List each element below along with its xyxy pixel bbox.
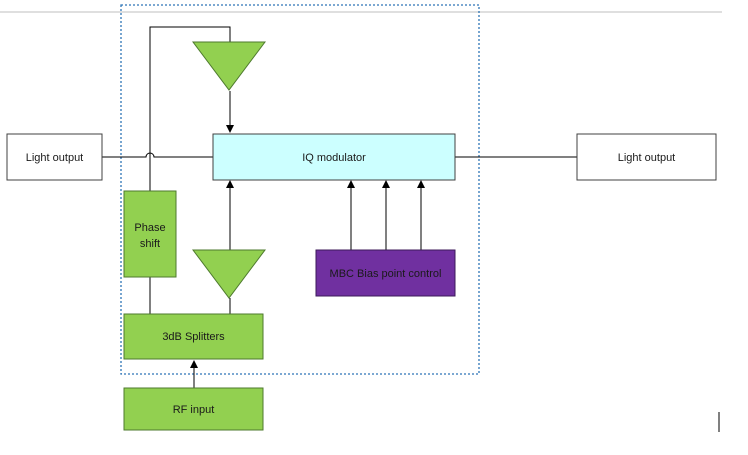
modulator-boundary [120, 4, 480, 375]
splitters-block: 3dB Splitters [123, 313, 264, 360]
phase-shift-label-line1: Phase [134, 222, 165, 234]
phase-shift-block: Phase shift [123, 190, 177, 278]
light-output-right-label: Light output [618, 152, 676, 164]
splitters-label: 3dB Splitters [162, 331, 225, 343]
iq-modulator-block: IQ modulator [212, 133, 456, 181]
iq-modulator-label: IQ modulator [302, 152, 366, 164]
left-output-line [102, 152, 213, 158]
connectors [102, 26, 577, 388]
rf-input-label: RF input [173, 404, 215, 416]
light-output-right-block: Light output [576, 133, 717, 181]
mbc-bias-block: MBC Bias point control [315, 249, 456, 297]
phase-to-top-amp-line [149, 26, 231, 191]
top-amplifier [192, 41, 266, 91]
phase-shift-label-line2: shift [140, 238, 160, 250]
light-output-left-label: Light output [26, 152, 84, 164]
light-output-left-block: Light output [6, 133, 103, 181]
rf-input-block: RF input [123, 387, 264, 431]
mbc-bias-label: MBC Bias point control [330, 268, 442, 280]
bottom-amplifier [192, 249, 266, 299]
